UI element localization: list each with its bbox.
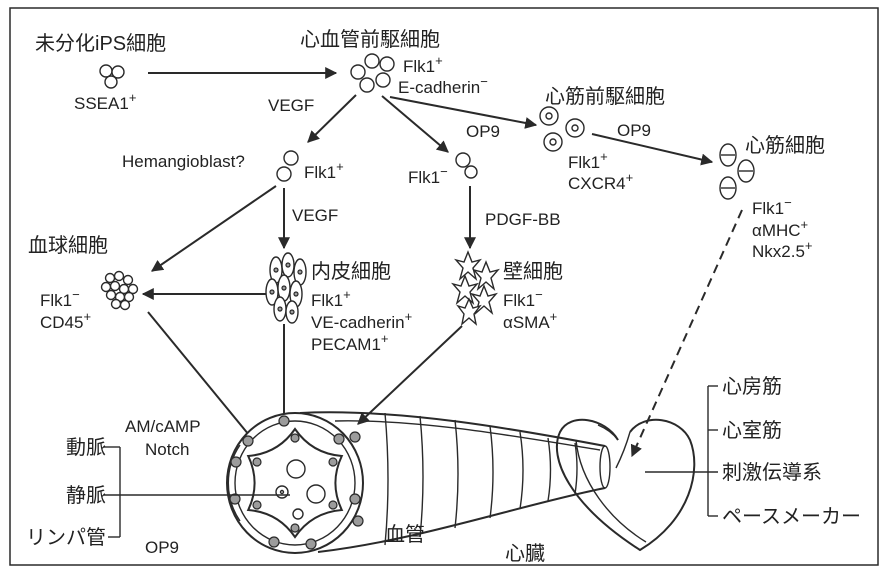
blood-vessel-label: 血管 [385, 523, 425, 546]
cardiac-progenitor-cells [540, 107, 584, 151]
blood-cell-cluster [102, 272, 138, 310]
marker-sup: − [784, 195, 792, 210]
marker-sup: + [83, 309, 91, 324]
cv-marker-flk1: Flk1+ [403, 53, 443, 76]
heart-label: 心臓 [505, 542, 545, 565]
heart-illustration [557, 420, 694, 550]
op9-label-3: OP9 [145, 538, 179, 557]
marker-base: Flk1 [503, 291, 535, 310]
endothelial-marker-pecam1: PECAM1+ [311, 331, 389, 354]
vegf-label-1: VEGF [268, 96, 314, 115]
am-camp-label: AM/cAMP [125, 417, 201, 436]
mural-cell-cluster [453, 252, 498, 324]
cardiomyocyte-marker-amhc: αMHC+ [752, 217, 808, 240]
blood-marker-flk1: Flk1− [40, 287, 80, 310]
marker-base: Flk1 [752, 199, 784, 218]
hemangioblast-label: Hemangioblast? [122, 152, 245, 171]
mural-marker-flk1: Flk1− [503, 287, 543, 310]
heart-component-bracket [645, 386, 718, 516]
lymphatic-label: リンパ管 [26, 526, 106, 549]
cardiac-progenitor-marker-cxcr4: CXCR4+ [568, 170, 633, 193]
undifferentiated-ips-label: 未分化iPS細胞 [35, 32, 166, 55]
cardiac-progenitor-label: 心筋前駆細胞 [545, 85, 665, 108]
marker-base: PECAM1 [311, 335, 381, 354]
marker-sup: + [343, 287, 351, 302]
arrow-cv-to-flk1neg [382, 96, 448, 152]
vein-label: 静脈 [66, 484, 106, 507]
notch-label: Notch [145, 440, 189, 459]
mural-marker-asma: αSMA+ [503, 309, 557, 332]
op9-label-2: OP9 [617, 121, 651, 140]
marker-base: Flk1 [568, 153, 600, 172]
flk1-negative-marker: Flk1− [408, 164, 448, 187]
pdgf-bb-label: PDGF-BB [485, 210, 561, 229]
marker-sup: + [405, 309, 413, 324]
vessel-cross-section [227, 413, 363, 553]
cardiomyocyte-label: 心筋細胞 [745, 134, 825, 157]
marker-base: E-cadherin [398, 78, 480, 97]
cardiomyocyte-marker-nkx25: Nkx2.5+ [752, 238, 813, 261]
cardiovascular-progenitor-cluster [351, 54, 394, 92]
conduction-system-label: 刺激伝導系 [722, 461, 822, 484]
marker-base: αSMA [503, 313, 550, 332]
artery-label: 動脈 [66, 436, 106, 459]
marker-base: SSEA1 [74, 94, 129, 113]
op9-label-1: OP9 [466, 122, 500, 141]
marker-sup: + [600, 149, 608, 164]
marker-sup: − [72, 287, 80, 302]
flk1-negative-cells [456, 153, 477, 178]
ips-marker-label: SSEA1+ [74, 90, 136, 113]
endothelial-cell-label: 内皮細胞 [311, 260, 391, 283]
marker-base: VE-cadherin [311, 313, 405, 332]
lineage-arrows [143, 73, 742, 463]
cv-marker-ecadherin: E-cadherin− [398, 74, 488, 97]
ventricular-muscle-label: 心室筋 [722, 419, 782, 442]
cardiac-progenitor-marker-flk1: Flk1+ [568, 149, 608, 172]
marker-base: Flk1 [304, 163, 336, 182]
vegf-label-2: VEGF [292, 206, 338, 225]
arrow-hemangioblast-to-blood [152, 186, 276, 271]
hemangioblast-marker: Flk1+ [304, 159, 344, 182]
marker-sup: + [801, 217, 809, 232]
marker-sup: − [440, 164, 448, 179]
blood-marker-cd45: CD45+ [40, 309, 91, 332]
marker-base: Flk1 [40, 291, 72, 310]
marker-sup: + [805, 238, 813, 253]
atrial-muscle-label: 心房筋 [722, 375, 782, 398]
marker-sup: + [550, 309, 558, 324]
marker-base: CD45 [40, 313, 83, 332]
marker-sup: + [381, 331, 389, 346]
ips-cell-cluster [100, 65, 124, 88]
endothelial-marker-flk1: Flk1+ [311, 287, 351, 310]
cv-progenitor-label: 心血管前駆細胞 [300, 28, 440, 51]
mural-cell-label: 壁細胞 [503, 260, 563, 283]
marker-base: CXCR4 [568, 174, 626, 193]
arrow-cardiac-progenitor-to-cardiomyocyte [592, 134, 712, 162]
marker-base: Flk1 [311, 291, 343, 310]
endothelial-cell-cluster [266, 253, 306, 323]
hemangioblast-cells [277, 151, 298, 181]
endothelial-marker-vecadherin: VE-cadherin+ [311, 309, 412, 332]
marker-sup: + [336, 159, 344, 174]
marker-base: Flk1 [403, 57, 435, 76]
marker-sup: − [535, 287, 543, 302]
blood-cell-label: 血球細胞 [28, 234, 108, 257]
marker-base: αMHC [752, 221, 801, 240]
marker-sup: + [626, 170, 634, 185]
marker-base: Nkx2.5 [752, 242, 805, 261]
marker-sup: + [129, 90, 137, 105]
cardiomyocyte-marker-flk1: Flk1− [752, 195, 792, 218]
marker-sup: − [480, 74, 488, 89]
marker-base: Flk1 [408, 168, 440, 187]
pacemaker-label: ペースメーカー [722, 506, 861, 528]
arrow-cv-to-hemangioblast [308, 95, 356, 142]
marker-sup: + [435, 53, 443, 68]
